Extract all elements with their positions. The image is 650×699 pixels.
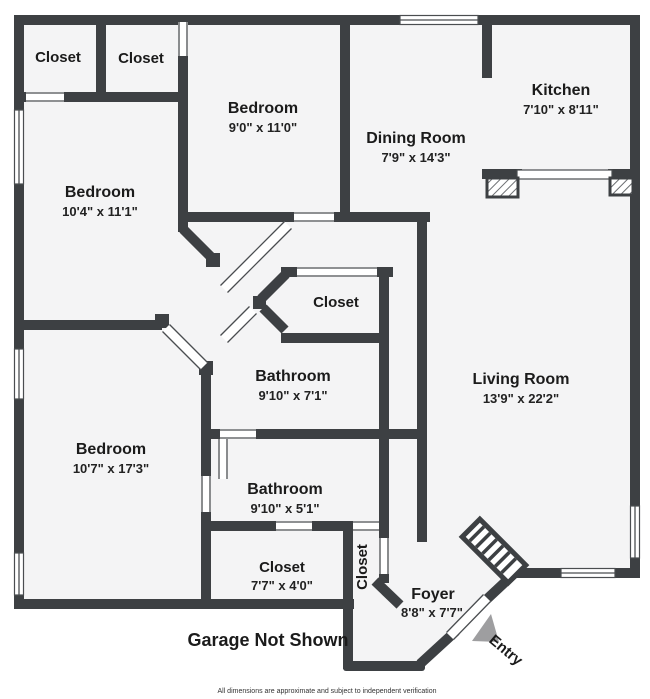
kitchen-counter <box>485 169 635 199</box>
bedroom-left-label: Bedroom <box>65 184 135 201</box>
bathroom-upper-dims: 9'10" x 7'1" <box>258 388 327 403</box>
dining-room-label: Dining Room <box>366 130 466 147</box>
closet-foyer-label: Closet <box>354 544 371 590</box>
windows <box>13 14 641 596</box>
entry-arrow-icon <box>472 614 499 642</box>
living-room-label: Living Room <box>473 371 570 388</box>
bedroom-top-label: Bedroom <box>228 100 298 117</box>
bathroom-lower-dims: 9'10" x 5'1" <box>250 501 319 516</box>
kitchen-dims: 7'10" x 8'11" <box>523 102 599 117</box>
garage-note: Garage Not Shown <box>187 630 348 650</box>
disclaimer-text: All dimensions are approximate and subje… <box>217 688 436 695</box>
bathroom-lower-label: Bathroom <box>247 481 323 498</box>
bedroom-top-dims: 9'0" x 11'0" <box>229 120 297 135</box>
closet-tl-label: Closet <box>35 49 81 66</box>
closet-bottom-dims: 7'7" x 4'0" <box>251 578 313 593</box>
floor-area <box>24 24 630 667</box>
foyer-dims: 8'8" x 7'7" <box>401 605 463 620</box>
bathroom-upper-label: Bathroom <box>255 368 331 385</box>
entry-label: Entry <box>486 632 527 670</box>
closet-tl2-label: Closet <box>118 50 164 67</box>
walls <box>14 15 640 671</box>
living-room-dims: 13'9" x 22'2" <box>483 391 559 406</box>
closet-bottom-label: Closet <box>259 559 305 576</box>
bedroom-left-dims: 10'4" x 11'1" <box>62 204 138 219</box>
bedroom-bottom-dims: 10'7" x 17'3" <box>73 461 149 476</box>
dining-room-dims: 7'9" x 14'3" <box>381 150 450 165</box>
closet-mid-label: Closet <box>313 294 359 311</box>
door-openings <box>26 22 491 640</box>
kitchen-label: Kitchen <box>532 82 591 99</box>
foyer-label: Foyer <box>411 586 455 603</box>
bedroom-bottom-label: Bedroom <box>76 441 146 458</box>
entry-stairs <box>458 515 530 587</box>
